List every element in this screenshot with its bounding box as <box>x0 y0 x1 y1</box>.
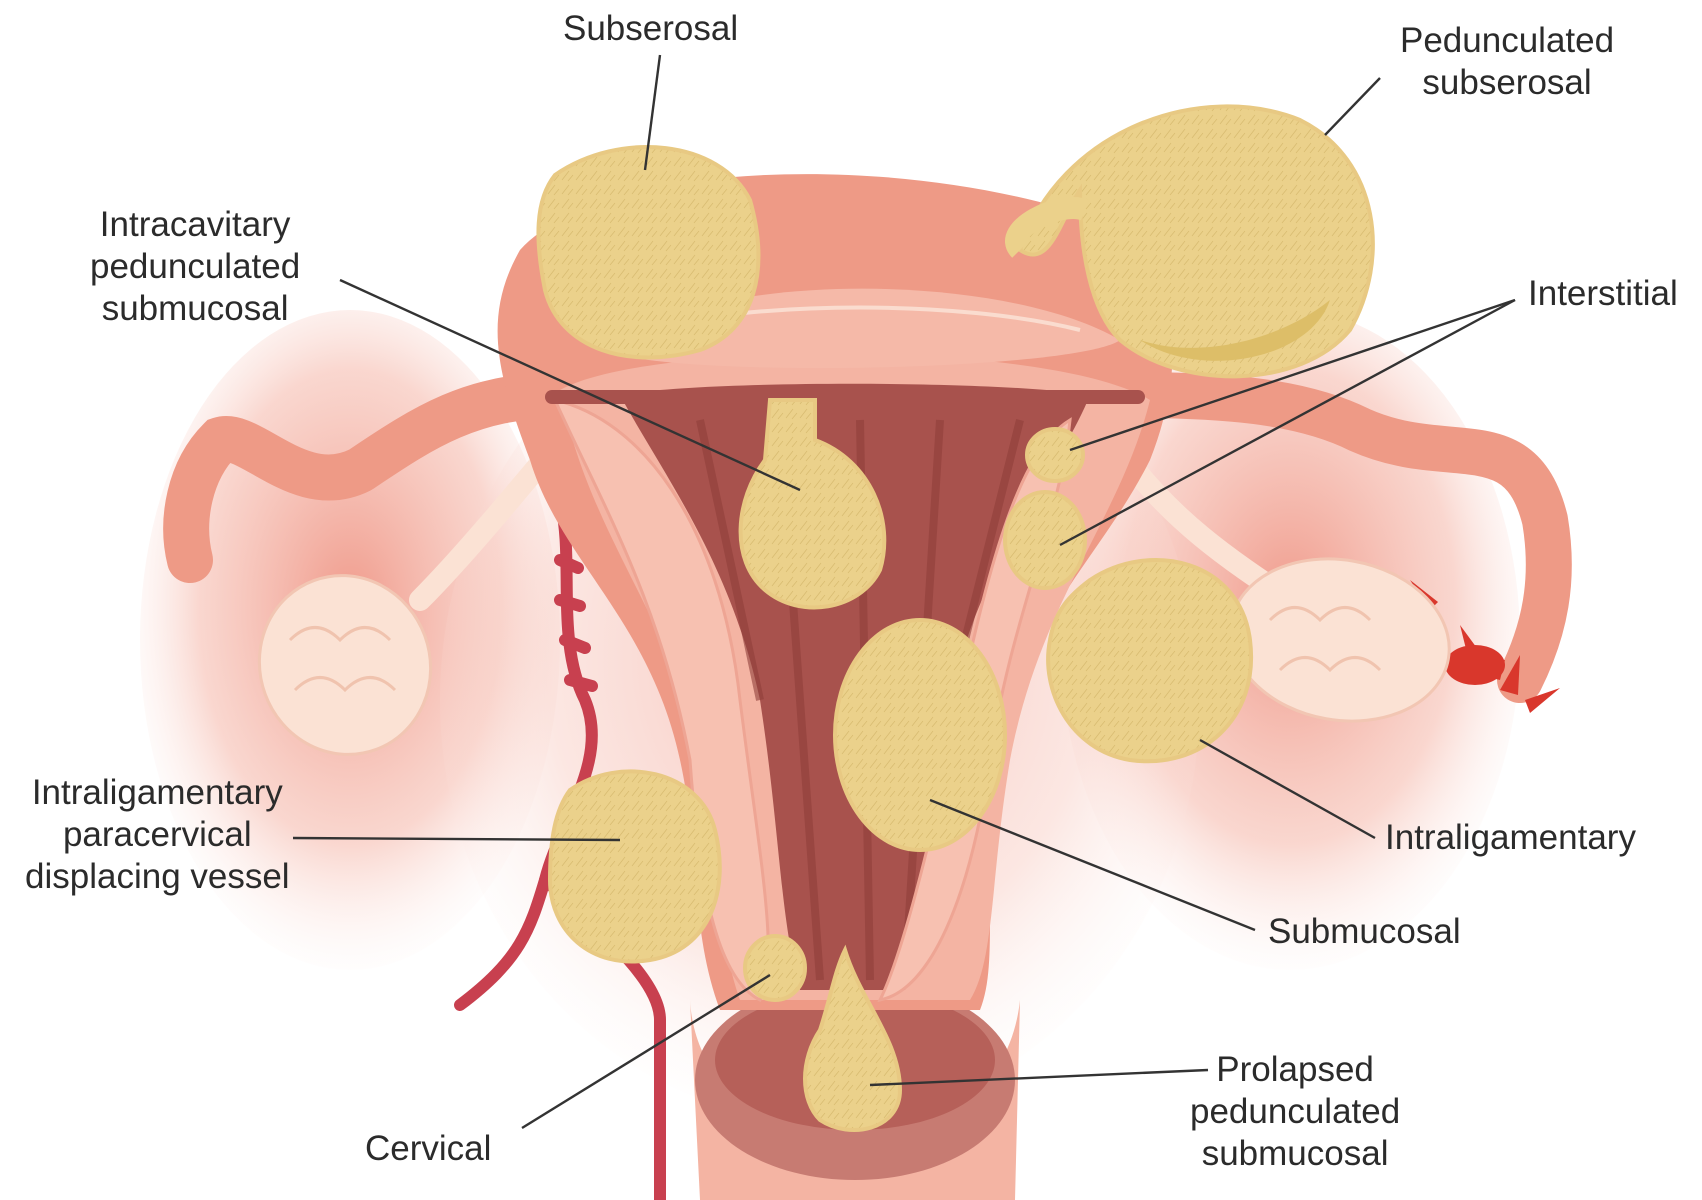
label-submucosal: Submucosal <box>1268 911 1461 953</box>
label-prolapsed-pedunculated-submucosal: Prolapsed pedunculated submucosal <box>1190 1049 1400 1175</box>
fibroid-interstitial-1 <box>1027 429 1083 481</box>
label-pedunculated-subserosal: Pedunculated subserosal <box>1400 20 1614 104</box>
fibroid-paracervical <box>550 771 720 961</box>
label-interstitial: Interstitial <box>1528 273 1678 315</box>
fibroid-submucosal <box>835 620 1005 850</box>
fibroid-interstitial-2 <box>1005 492 1085 588</box>
fibroid-cervical <box>745 936 805 1000</box>
fibroid-subserosal <box>538 147 758 357</box>
label-intracavitary-pedunculated-submucosal: Intracavitary pedunculated submucosal <box>90 204 300 330</box>
fibroid-intraligamentary <box>1048 560 1251 761</box>
label-subserosal: Subserosal <box>563 8 738 50</box>
label-intraligamentary: Intraligamentary <box>1385 817 1636 859</box>
label-cervical: Cervical <box>365 1128 491 1170</box>
label-intraligamentary-paracervical: Intraligamentary paracervical displacing… <box>25 772 290 898</box>
